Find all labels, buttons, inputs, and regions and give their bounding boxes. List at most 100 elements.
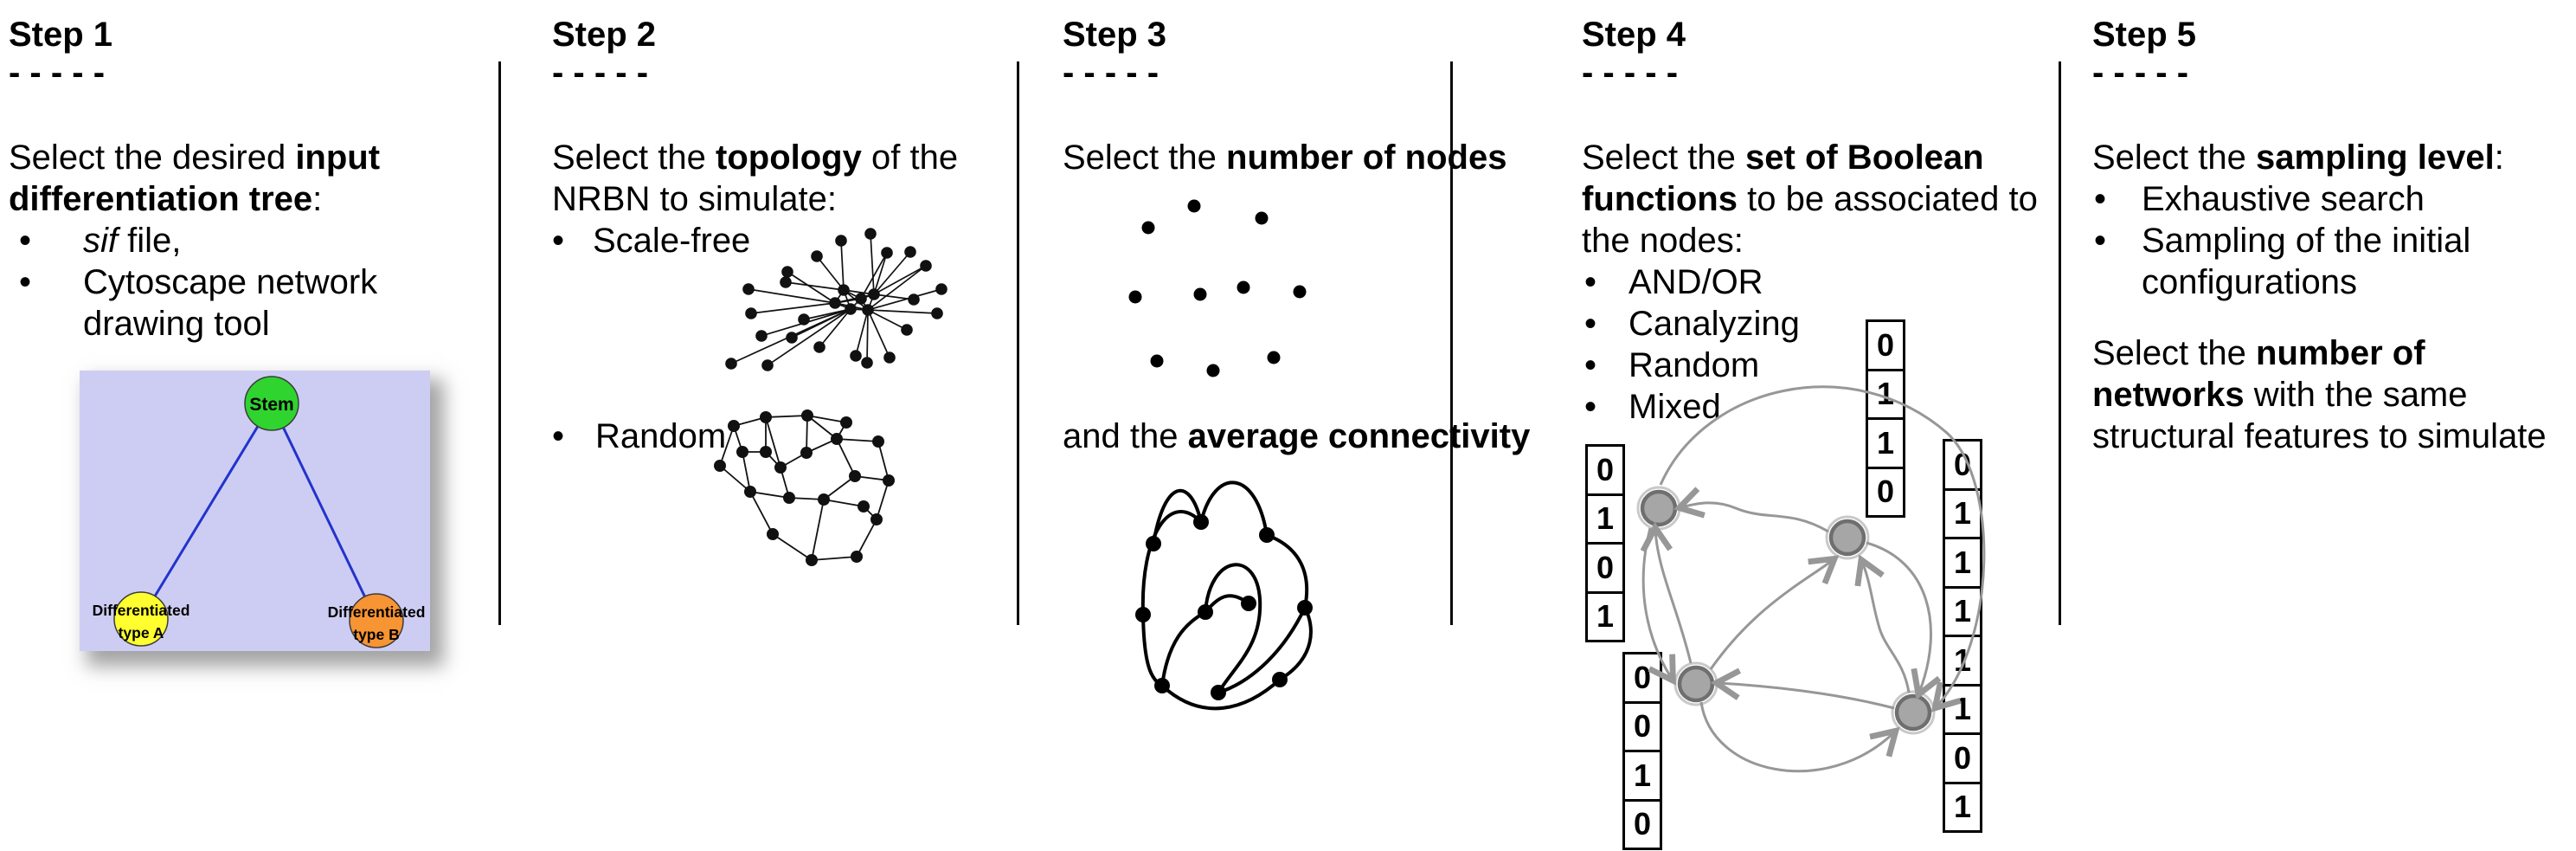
dashed-separator: - - - - - [2092, 54, 2189, 92]
text-line: Select the topology of the [552, 137, 1071, 178]
bullet-icon: • [2094, 222, 2107, 260]
gene-node-c [1677, 665, 1715, 703]
text-line: structural features to simulate [2092, 416, 2576, 457]
dashed-separator: - - - - - [1582, 54, 1679, 92]
bullet-icon: • [1584, 263, 1597, 301]
bullet-icon: • [2094, 180, 2107, 218]
network-arrows [1643, 385, 1986, 773]
dashed-separator: - - - - - [552, 54, 649, 92]
text-segment: Select the [2092, 139, 2257, 177]
text-segment: sampling level [2256, 139, 2495, 177]
random-network-graphic [714, 409, 895, 566]
boolean-cell: 0 [1868, 322, 1903, 371]
boolean-network-diagram [1636, 385, 1986, 773]
text-segment: topology [716, 139, 862, 177]
bullet-icon: • [552, 417, 565, 455]
text-segment: Exhaustive search [2142, 180, 2425, 218]
step-2-title: Step 2 [552, 16, 657, 54]
text-segment: Sampling of the initial [2142, 222, 2471, 260]
bullet-item: • sif file, [9, 220, 528, 261]
boolean-cell: 0 [1633, 806, 1652, 842]
text-segment: file, [118, 222, 182, 260]
bullet-item: • Scale-free [552, 220, 1071, 261]
text-segment: Scale-free [593, 222, 751, 260]
bullet-item: • Cytoscape network [9, 261, 528, 303]
text-segment: average connectivity [1187, 417, 1531, 455]
column-divider-3 [1450, 61, 1453, 625]
text-segment: input [295, 139, 381, 177]
bullet-icon: • [1584, 388, 1597, 426]
nodes-dots-graphic [1128, 199, 1307, 377]
dashed-separator: - - - - - [9, 54, 106, 92]
boolean-cell: 0 [1625, 654, 1660, 704]
step-1-title: Step 1 [9, 16, 113, 54]
bullet-item: • AND/OR [1582, 261, 2101, 303]
boolean-cell: 0 [1625, 704, 1660, 752]
text-line: configurations [2092, 261, 2576, 303]
stem-node-label: Stem [249, 395, 293, 415]
boolean-cell: 0 [1945, 735, 1980, 784]
bullet-icon: • [1584, 346, 1597, 384]
network-nodes [1636, 486, 1936, 735]
text-segment: number of nodes [1226, 139, 1507, 177]
boolean-cell: 1 [1625, 752, 1660, 802]
bullet-item: • Sampling of the initial [2092, 220, 2576, 261]
text-line: Select the set of Boolean [1582, 137, 2101, 178]
text-segment: Random [595, 417, 727, 455]
text-segment: : [312, 180, 323, 218]
text-segment: number of [2256, 334, 2425, 372]
text-segment: functions [1582, 180, 1738, 218]
step-3-title: Step 3 [1063, 16, 1167, 54]
differentiated-type-b-node [349, 593, 404, 648]
boolean-cell: 1 [1945, 589, 1980, 637]
text-line: drawing tool [9, 303, 528, 345]
tree-edge-stem-a [139, 403, 273, 620]
text-segment: Random [1628, 346, 1760, 384]
text-segment: to be associated to [1737, 180, 2038, 218]
tree-edge-stem-b [270, 403, 378, 622]
gene-node-a [1640, 489, 1678, 527]
text-segment: Canalyzing [1628, 305, 1800, 343]
text-line: Select the number of nodes [1063, 137, 1582, 178]
bullet-item: • Canalyzing [1582, 303, 2101, 345]
bullet-icon: • [19, 263, 32, 301]
text-segment: Select the [552, 139, 716, 177]
text-segment: and the [1063, 417, 1188, 455]
stem-node [244, 376, 299, 431]
text-segment: Select the [2092, 334, 2257, 372]
type-a-label-line2: type A [119, 624, 164, 641]
text-segment: Select the [1582, 139, 1746, 177]
text-segment: drawing tool [83, 305, 270, 343]
text-segment: configurations [2142, 263, 2358, 301]
type-a-label-line1: Differentiated [93, 602, 190, 619]
step-4-title: Step 4 [1582, 16, 1686, 54]
boolean-cell: 1 [1868, 371, 1903, 420]
random-network-edges [719, 415, 890, 561]
text-line: functions to be associated to [1582, 178, 2101, 220]
text-segment: : [2494, 139, 2504, 177]
text-segment: with the same [2244, 376, 2468, 414]
text-line: Select the desired input [9, 137, 528, 178]
text-segment: differentiation tree [9, 180, 313, 218]
connectivity-tangle-graphic [1135, 480, 1313, 711]
bullet-item: • Exhaustive search [2092, 178, 2576, 220]
dashed-separator: - - - - - [1063, 54, 1160, 92]
step-2-column: Step 2 - - - - - Select the topology of … [552, 0, 1071, 851]
text-segment: Select the [1063, 139, 1227, 177]
text-segment: networks [2092, 376, 2245, 414]
text-segment: AND/OR [1628, 263, 1763, 301]
bullet-icon: • [19, 222, 32, 260]
text-line: differentiation tree: [9, 178, 528, 220]
text-segment: NRBN to simulate: [552, 180, 837, 218]
text-line: the nodes: [1582, 220, 2101, 261]
boolean-cell: 1 [1588, 496, 1622, 545]
column-divider-2 [1017, 61, 1019, 625]
column-divider-4 [2059, 61, 2061, 625]
text-segment: set of Boolean [1745, 139, 1984, 177]
text-segment: Cytoscape network [83, 263, 378, 301]
differentiated-type-a-node [113, 591, 169, 647]
